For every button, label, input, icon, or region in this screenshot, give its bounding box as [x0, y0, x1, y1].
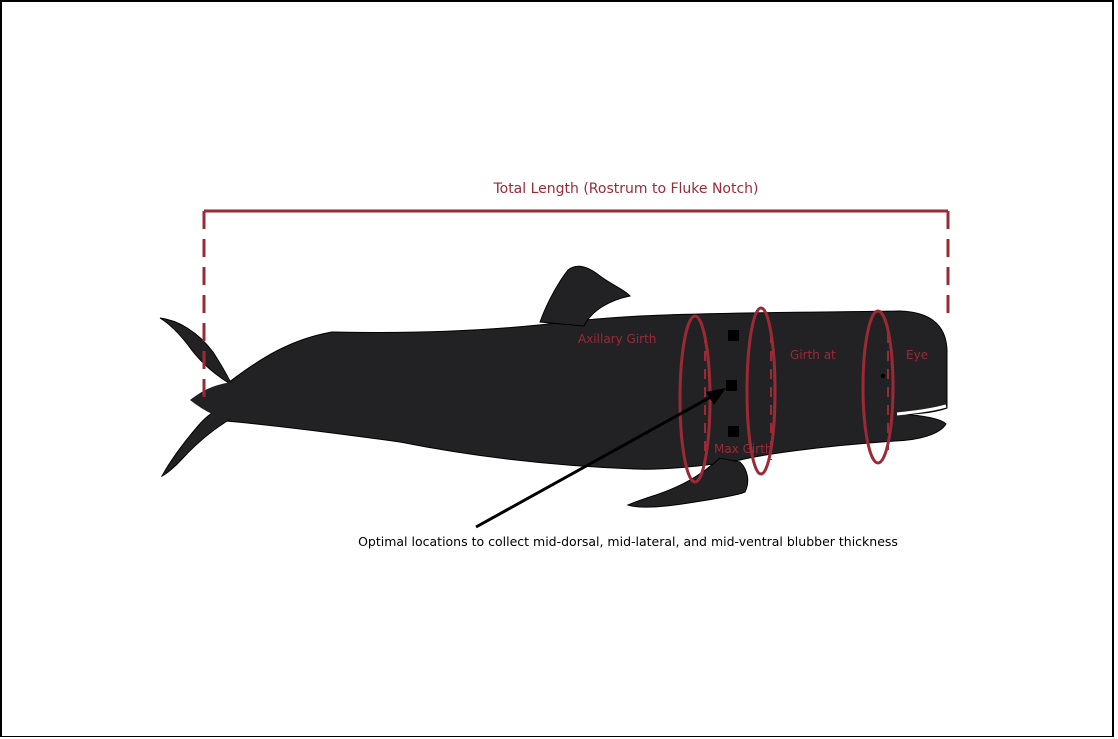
- upper-fluke: [160, 318, 232, 385]
- mid-ventral-marker: [728, 426, 739, 437]
- girth-at-eye-label-part2: Eye: [906, 348, 928, 362]
- mid-lateral-marker: [726, 380, 737, 391]
- axillary-girth-label: Axillary Girth: [578, 332, 656, 346]
- whale-silhouette: [160, 266, 947, 507]
- total-length-label: Total Length (Rostrum to Fluke Notch): [492, 181, 758, 197]
- girth-at-eye-label-part1: Girth at: [790, 348, 836, 362]
- max-girth-label: Max Girth: [714, 442, 773, 456]
- blubber-note-label: Optimal locations to collect mid-dorsal,…: [358, 534, 898, 549]
- dorsal-fin: [540, 266, 630, 326]
- mid-dorsal-marker: [728, 330, 739, 341]
- eye: [881, 374, 885, 378]
